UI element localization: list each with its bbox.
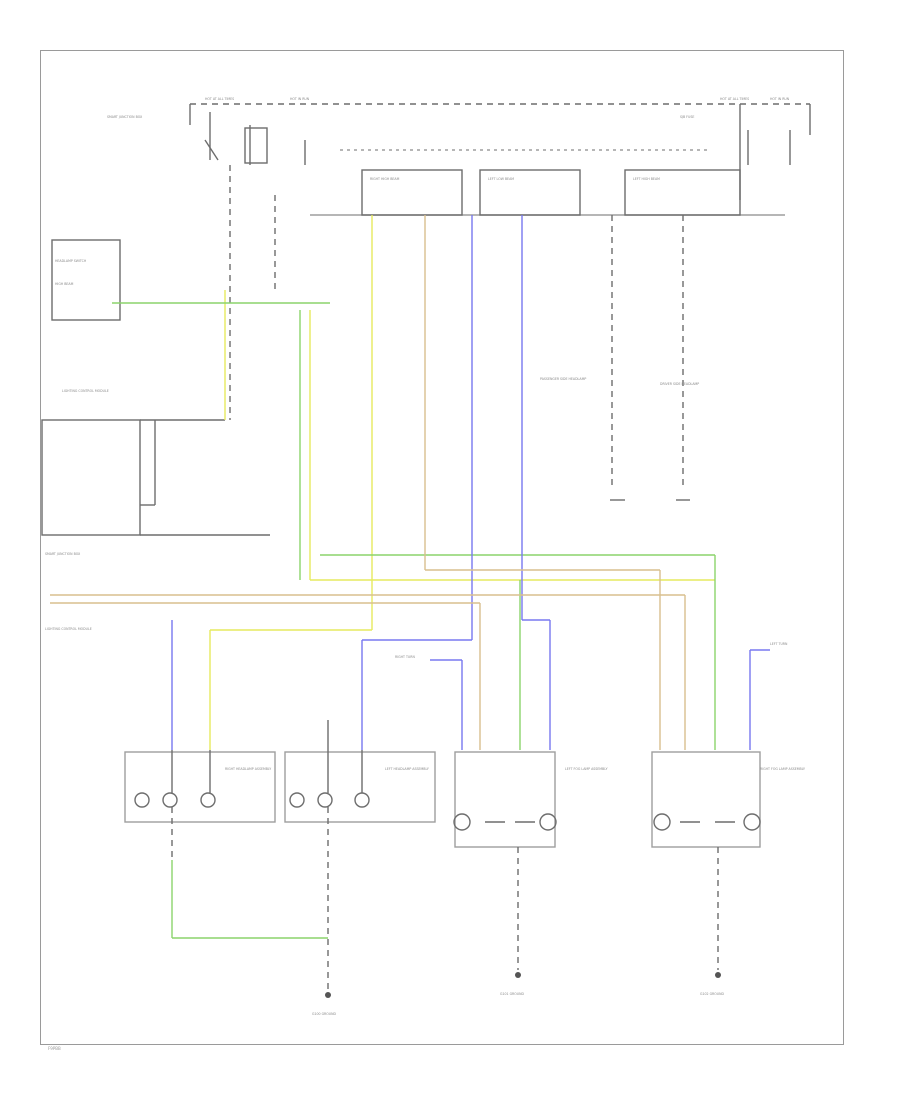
svg-text:RIGHT HIGH BEAM: RIGHT HIGH BEAM xyxy=(370,177,400,181)
svg-text:LEFT TURN: LEFT TURN xyxy=(770,642,788,646)
svg-text:HOT AT ALL TIMES: HOT AT ALL TIMES xyxy=(205,97,234,101)
svg-text:SMART JUNCTION BOX: SMART JUNCTION BOX xyxy=(45,552,81,556)
ground-points: G100 GROUND G101 GROUND G102 GROUND xyxy=(312,972,724,1016)
svg-text:RIGHT HEADLAMP ASSEMBLY: RIGHT HEADLAMP ASSEMBLY xyxy=(225,767,271,771)
svg-text:G100 GROUND: G100 GROUND xyxy=(312,1012,336,1016)
diagram-id-label: F9PBB xyxy=(48,1046,61,1051)
svg-text:RIGHT TURN: RIGHT TURN xyxy=(395,655,415,659)
svg-text:HEADLAMP SWITCH: HEADLAMP SWITCH xyxy=(55,259,87,263)
svg-text:LIGHTING CONTROL MODULE: LIGHTING CONTROL MODULE xyxy=(45,627,92,631)
top-power-bus: HOT AT ALL TIMES HOT IN RUN HOT AT ALL T… xyxy=(189,97,811,135)
svg-text:HIGH BEAM: HIGH BEAM xyxy=(55,282,74,286)
left-headlamp-assembly: LEFT HEADLAMP ASSEMBLY xyxy=(284,720,436,990)
diagram-frame xyxy=(40,50,844,1045)
svg-text:HOT AT ALL TIMES: HOT AT ALL TIMES xyxy=(720,97,749,101)
svg-text:LEFT HIGH BEAM: LEFT HIGH BEAM xyxy=(633,177,660,181)
svg-text:DRIVER SIDE HEADLAMP: DRIVER SIDE HEADLAMP xyxy=(660,382,699,386)
svg-text:PASSENGER SIDE HEADLAMP: PASSENGER SIDE HEADLAMP xyxy=(540,377,586,381)
svg-text:SMART JUNCTION BOX: SMART JUNCTION BOX xyxy=(107,115,143,119)
green-wires xyxy=(112,302,716,939)
svg-text:LEFT FOG LAMP ASSEMBLY: LEFT FOG LAMP ASSEMBLY xyxy=(565,767,608,771)
smart-junction-box: SMART JUNCTION BOX SJB FUSE RIGHT HIGH B… xyxy=(107,104,791,216)
tan-wires xyxy=(50,215,686,750)
svg-text:HOT IN RUN: HOT IN RUN xyxy=(290,97,310,101)
svg-text:HOT IN RUN: HOT IN RUN xyxy=(770,97,790,101)
svg-text:LIGHTING CONTROL MODULE: LIGHTING CONTROL MODULE xyxy=(62,389,109,393)
right-fog-lamp-assembly: RIGHT FOG LAMP ASSEMBLY xyxy=(651,751,805,970)
svg-text:SJB FUSE: SJB FUSE xyxy=(680,115,694,119)
svg-text:LEFT HEADLAMP ASSEMBLY: LEFT HEADLAMP ASSEMBLY xyxy=(385,767,429,771)
left-fog-lamp-assembly: LEFT FOG LAMP ASSEMBLY xyxy=(453,751,608,970)
svg-text:G101 GROUND: G101 GROUND xyxy=(500,992,524,996)
black-wires: PASSENGER SIDE HEADLAMP DRIVER SIDE HEAD… xyxy=(229,165,699,501)
svg-text:G102 GROUND: G102 GROUND xyxy=(700,992,724,996)
blue-wires: RIGHT TURN LEFT TURN xyxy=(171,215,788,750)
lighting-control-module: HEADLAMP SWITCH HIGH BEAM LIGHTING CONTR… xyxy=(41,239,270,631)
yellow-wires xyxy=(209,215,715,750)
svg-text:LEFT LOW BEAM: LEFT LOW BEAM xyxy=(488,177,514,181)
svg-text:RIGHT FOG LAMP ASSEMBLY: RIGHT FOG LAMP ASSEMBLY xyxy=(760,767,805,771)
right-headlamp-assembly: RIGHT HEADLAMP ASSEMBLY xyxy=(124,750,276,860)
